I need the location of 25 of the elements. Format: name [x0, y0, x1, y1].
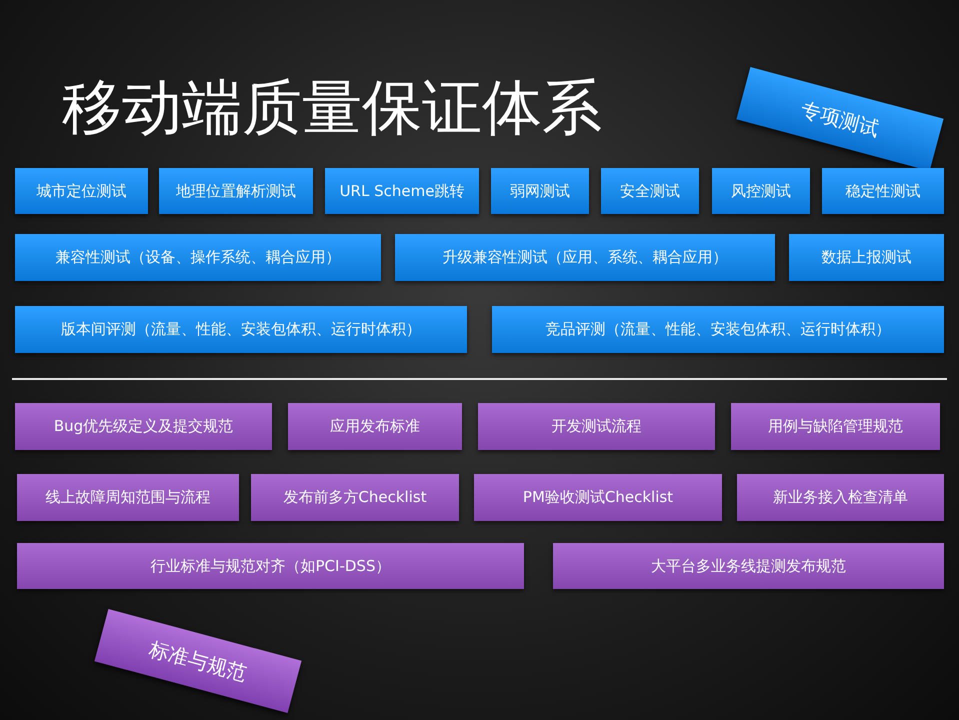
standard-box: PM验收测试Checklist — [474, 474, 722, 521]
standard-box: 开发测试流程 — [478, 403, 715, 450]
test-box: 城市定位测试 — [15, 168, 148, 214]
test-box: 升级兼容性测试（应用、系统、耦合应用） — [395, 234, 775, 281]
standard-box: 新业务接入检查清单 — [737, 474, 944, 521]
test-box: 地理位置解析测试 — [159, 168, 313, 214]
test-box: URL Scheme跳转 — [325, 168, 479, 214]
test-box: 风控测试 — [712, 168, 810, 214]
standard-box: 用例与缺陷管理规范 — [731, 403, 940, 450]
standard-box: 发布前多方Checklist — [251, 474, 459, 521]
section-tag: 专项测试 — [736, 67, 944, 171]
test-box: 安全测试 — [601, 168, 699, 214]
standard-box: 线上故障周知范围与流程 — [17, 474, 239, 521]
standard-box: Bug优先级定义及提交规范 — [15, 403, 272, 450]
test-box: 稳定性测试 — [822, 168, 944, 214]
standard-box: 应用发布标准 — [288, 403, 462, 450]
test-box: 兼容性测试（设备、操作系统、耦合应用） — [15, 234, 381, 281]
standard-box: 大平台多业务线提测发布规范 — [553, 543, 944, 589]
test-box: 数据上报测试 — [789, 234, 944, 281]
standard-box: 行业标准与规范对齐（如PCI-DSS） — [17, 543, 524, 589]
title: 移动端质量保证体系 — [62, 72, 602, 144]
test-box: 竞品评测（流量、性能、安装包体积、运行时体积） — [492, 306, 944, 353]
test-box: 弱网测试 — [491, 168, 589, 214]
test-box: 版本间评测（流量、性能、安装包体积、运行时体积） — [15, 306, 467, 353]
section-tag: 标准与规范 — [94, 609, 302, 713]
